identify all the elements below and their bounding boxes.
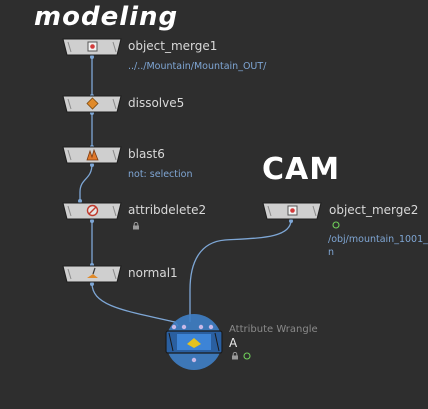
- node-name: attribdelete2: [128, 203, 207, 217]
- node-path-continued: n: [328, 247, 335, 258]
- wrangle-node-body[interactable]: [163, 312, 225, 372]
- node-comment: not: selection: [128, 169, 193, 180]
- wire-normal1-to-wrangle: [91, 282, 179, 327]
- node-name: object_merge1: [128, 39, 218, 53]
- lock-icon: [133, 222, 139, 230]
- lock-icon: [232, 352, 238, 360]
- node-path: /obj/mountain_1001_: [328, 234, 428, 245]
- node-path: ../../Mountain/Mountain_OUT/: [128, 61, 267, 72]
- annotation-modeling: modeling: [34, 2, 179, 32]
- object-merge-icon: [86, 40, 99, 53]
- node-name: object_merge2: [329, 203, 419, 217]
- node-name: blast6: [128, 147, 165, 161]
- node-name: A: [229, 336, 238, 350]
- wire-object-merge2-to-wrangle: [189, 219, 292, 322]
- blast-icon: [86, 148, 99, 161]
- node-type-label: Attribute Wrangle: [229, 324, 318, 335]
- status-circle-icon: [243, 352, 251, 360]
- object-merge-icon: [286, 204, 299, 217]
- status-circle-icon: [332, 221, 340, 229]
- wire-blast6-to-attribdelete2: [79, 163, 93, 202]
- normal-icon: [86, 267, 99, 280]
- node-body[interactable]: [62, 265, 122, 283]
- node-name: dissolve5: [128, 96, 185, 110]
- dissolve-icon: [86, 97, 99, 110]
- attribdelete-icon: [86, 204, 99, 217]
- node-body[interactable]: [62, 146, 122, 164]
- annotation-cam: CAM: [262, 152, 341, 187]
- node-name: normal1: [128, 266, 178, 280]
